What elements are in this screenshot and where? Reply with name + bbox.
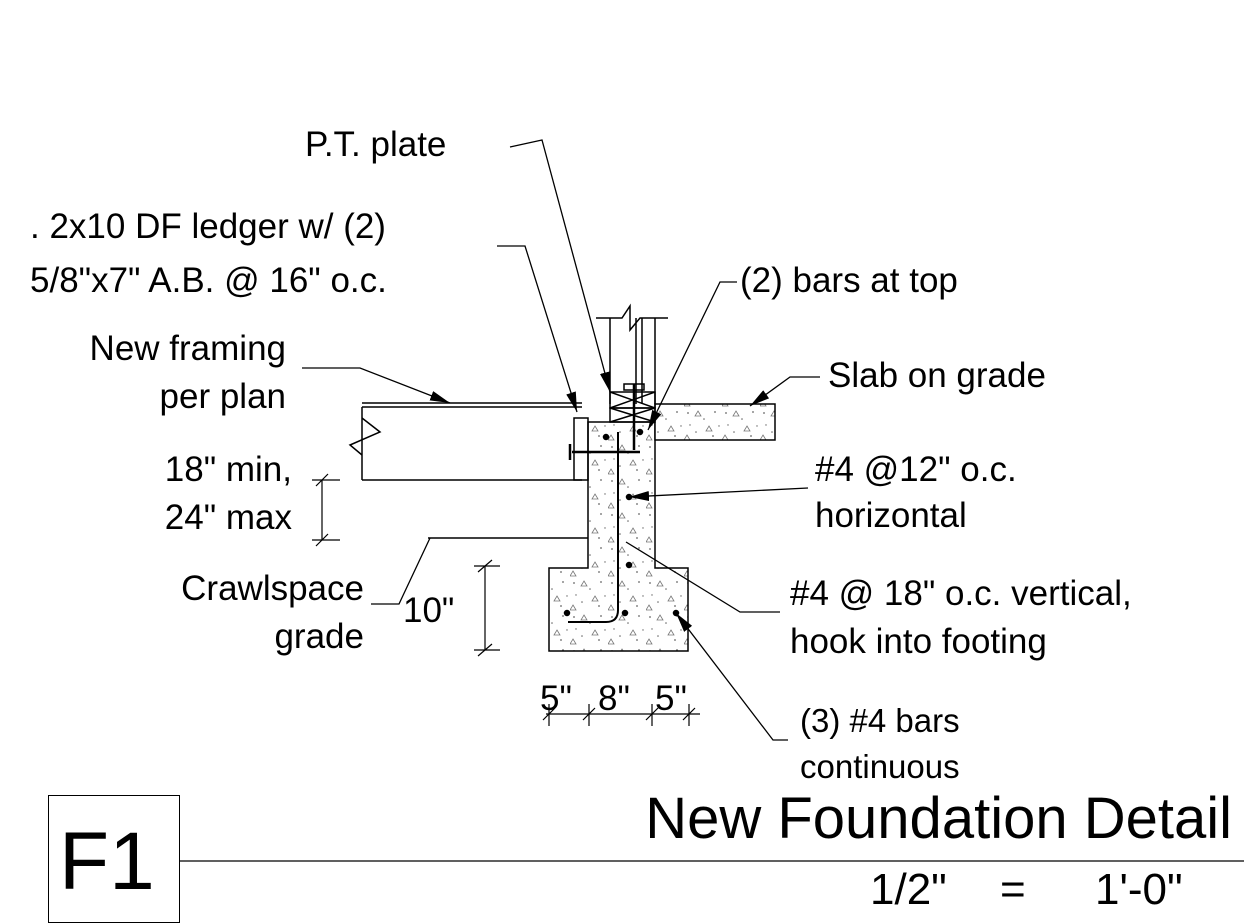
detail-tag: F1 xyxy=(59,816,155,907)
dimensions xyxy=(312,473,700,726)
detail-title: New Foundation Detail xyxy=(645,786,1232,851)
dim-5a-label: 5" xyxy=(540,679,572,718)
min-max-label-line1: 18" min, xyxy=(164,450,292,489)
new-framing-label-line2: per plan xyxy=(159,377,286,416)
horizontal-rebar-label-line2: horizontal xyxy=(815,496,967,535)
scale-left: 1/2" xyxy=(870,865,947,914)
scale-right: 1'-0" xyxy=(1095,865,1183,914)
scale-equals: = xyxy=(1000,865,1026,914)
min-max-label-line2: 24" max xyxy=(164,498,292,537)
dim-10-label: 10" xyxy=(403,591,455,630)
continuous-bars-label-line1: (3) #4 bars xyxy=(800,702,960,739)
pt-plate-label: P.T. plate xyxy=(305,125,447,164)
ledger-board xyxy=(573,417,589,481)
slab-label: Slab on grade xyxy=(828,356,1046,395)
ledger-label-line1: . 2x10 DF ledger w/ (2) xyxy=(30,207,386,246)
crawlspace-label-line2: grade xyxy=(274,617,364,656)
bars-top-label: (2) bars at top xyxy=(740,261,958,300)
leader-lines xyxy=(302,139,820,741)
crawlspace-label-line1: Crawlspace xyxy=(181,569,364,608)
dim-8-label: 8" xyxy=(598,679,630,718)
detail-tag-box: F1 xyxy=(48,795,180,923)
slab-on-grade xyxy=(654,403,776,441)
ledger-label-line2: 5/8"x7" A.B. @ 16" o.c. xyxy=(30,261,387,300)
new-framing-label-line1: New framing xyxy=(89,329,286,368)
vertical-rebar-label-line1: #4 @ 18" o.c. vertical, xyxy=(790,574,1132,613)
vertical-rebar-label-line2: hook into footing xyxy=(790,622,1047,661)
vertical-rebar xyxy=(568,432,619,623)
continuous-bars-label-line2: continuous xyxy=(800,748,960,785)
section-geometry xyxy=(348,303,776,652)
dim-5b-label: 5" xyxy=(655,679,687,718)
horizontal-rebar-label-line1: #4 @12" o.c. xyxy=(815,450,1017,489)
